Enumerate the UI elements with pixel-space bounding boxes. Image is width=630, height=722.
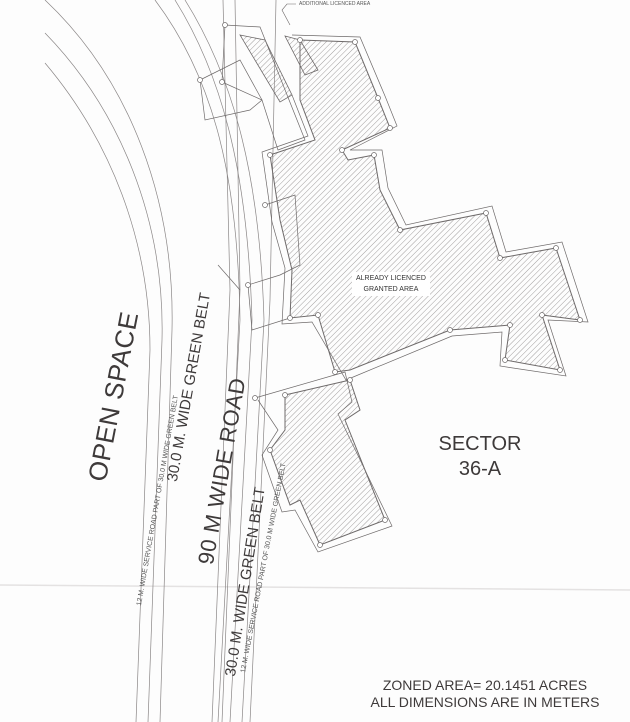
notes-block: ZONED AREA= 20.1451 ACRES ALL DIMENSIONS… [340,677,630,711]
additional-licenced-area-label: ADDITIONAL LICENCED AREA [299,1,371,7]
licenced-area-label: ALREADY LICENCED GRANTED AREA [352,272,430,296]
licenced-area-main [269,39,581,373]
strip-area-2 [284,35,319,76]
survey-markers [197,22,583,548]
licenced-area-lower [269,379,386,546]
road-curves [44,0,277,722]
sector-label: SECTOR 36-A [438,433,522,480]
paper-fold-line [0,584,630,591]
strip-area-1 [239,34,293,103]
zoned-area-note: ZONED AREA= 20.1451 ACRES [382,677,588,693]
dimensions-note: ALL DIMENSIONS ARE IN METERS [370,694,600,710]
